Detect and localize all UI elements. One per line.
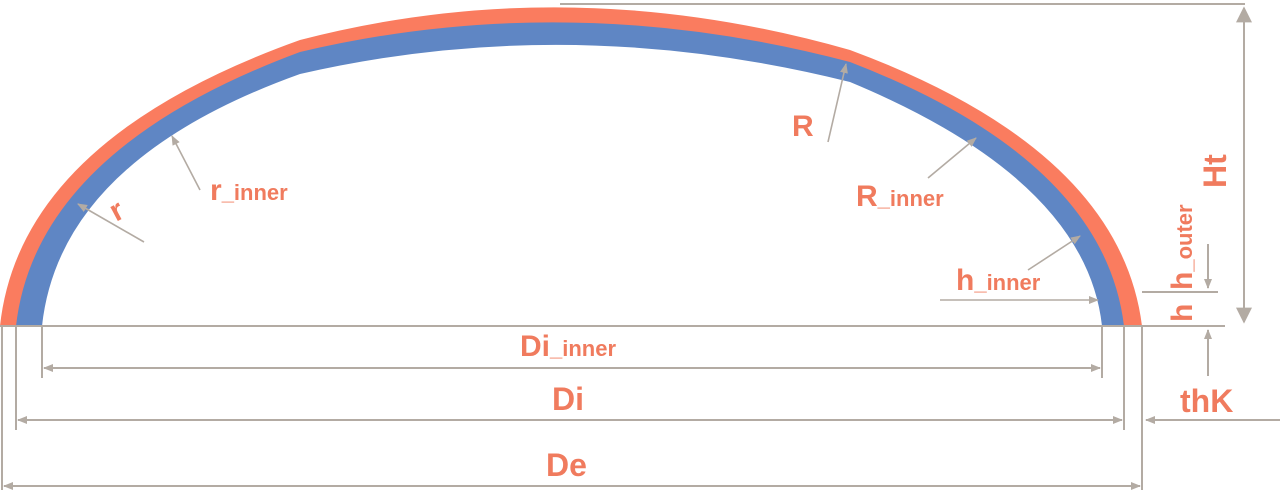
- label-h-inner: h_inner: [956, 264, 1041, 297]
- label-thK: thK: [1180, 383, 1233, 419]
- label-Di: Di: [552, 381, 584, 417]
- label-R: R: [792, 110, 814, 143]
- label-r-inner: r_inner: [210, 174, 288, 207]
- pointer-r-inner: [171, 135, 201, 191]
- pointer-R-inner: [927, 137, 977, 179]
- pointer-h-inner: [1027, 235, 1081, 271]
- label-R-inner: R_inner: [856, 180, 944, 213]
- label-De: De: [546, 447, 587, 483]
- label-r: r: [104, 193, 130, 228]
- label-h-outer: h_outer: [1166, 204, 1199, 290]
- label-Ht: Ht: [1197, 154, 1233, 188]
- pointer-R: [827, 63, 848, 143]
- label-h: h: [1166, 304, 1199, 322]
- label-Di-inner: Di_inner: [520, 330, 616, 363]
- pointer-r: [77, 203, 145, 243]
